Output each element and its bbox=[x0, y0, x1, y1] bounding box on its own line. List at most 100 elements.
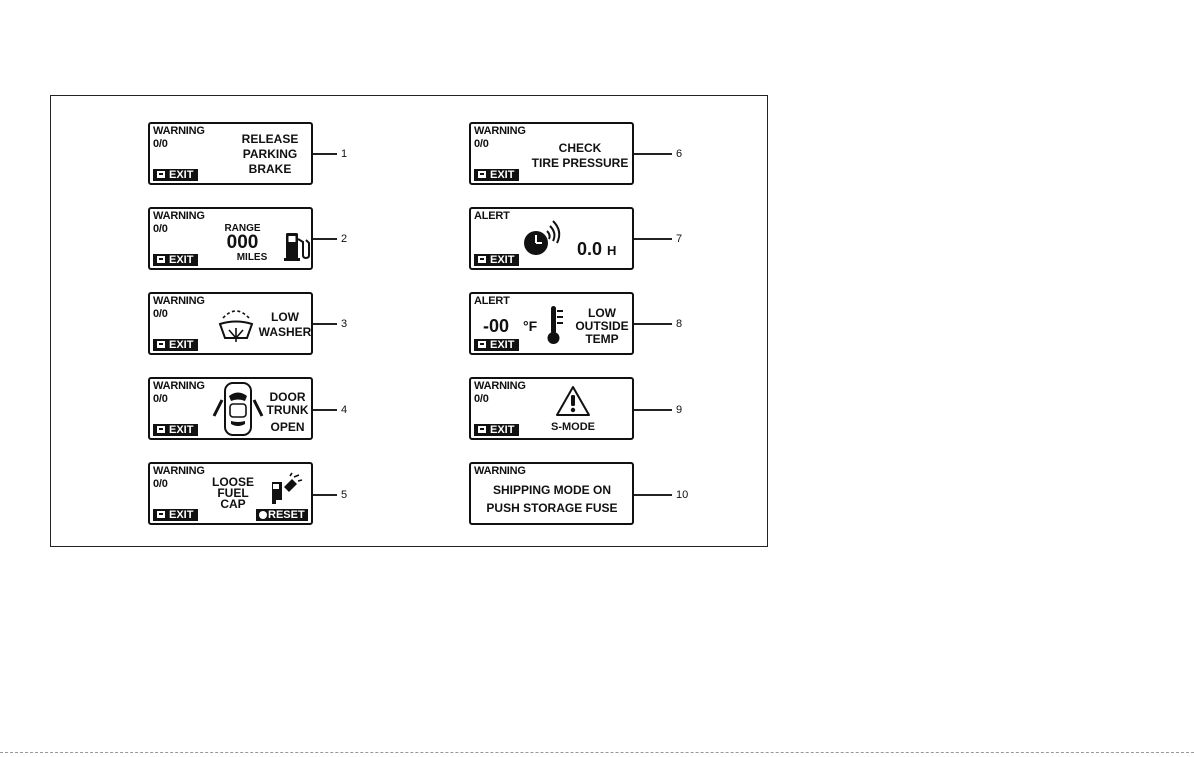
message-line: WASHER bbox=[258, 325, 312, 339]
display-panel-3: WARNING 0/0 LOW WASHER EXIT bbox=[148, 292, 313, 355]
page-edge-dashed-line bbox=[0, 752, 1194, 753]
back-icon bbox=[157, 511, 165, 518]
exit-button: EXIT bbox=[474, 169, 519, 181]
thermometer-icon bbox=[547, 306, 563, 344]
message-line: PUSH STORAGE FUSE bbox=[486, 501, 618, 515]
exit-button: EXIT bbox=[474, 254, 519, 266]
panel-subtext: 0/0 bbox=[153, 478, 168, 490]
message-line: TIRE PRESSURE bbox=[531, 156, 629, 170]
callout-number: 7 bbox=[676, 233, 683, 245]
callout-number: 2 bbox=[341, 233, 348, 245]
message-line: BRAKE bbox=[248, 162, 292, 176]
callout-line bbox=[634, 409, 672, 411]
callout-number: 5 bbox=[341, 489, 348, 501]
temperature-value: -00 bbox=[483, 316, 510, 336]
exit-label: EXIT bbox=[169, 169, 194, 181]
panel-header: WARNING bbox=[153, 465, 205, 477]
exit-label: EXIT bbox=[490, 254, 515, 266]
back-icon bbox=[157, 426, 165, 433]
callout-line bbox=[313, 238, 337, 240]
display-panel-9: WARNING 0/0 S-MODE EXIT bbox=[469, 377, 634, 440]
panel-subtext: 0/0 bbox=[153, 223, 168, 235]
exit-label: EXIT bbox=[490, 169, 515, 181]
range-label: RANGE bbox=[224, 223, 261, 234]
message-line: TEMP bbox=[585, 332, 619, 346]
message-line: RELEASE bbox=[241, 132, 299, 146]
reset-button: RESET bbox=[256, 509, 308, 521]
message-line: OPEN bbox=[270, 420, 305, 434]
callout-number: 8 bbox=[676, 318, 683, 330]
exit-button: EXIT bbox=[474, 339, 519, 351]
panel-header: ALERT bbox=[474, 295, 510, 307]
washer-fluid-icon bbox=[218, 310, 254, 342]
message-line: TRUNK bbox=[266, 403, 309, 417]
panel-header: WARNING bbox=[474, 465, 526, 477]
back-icon bbox=[157, 171, 165, 178]
display-panel-4: WARNING 0/0 DOOR TRUNK OPEN EXIT bbox=[148, 377, 313, 440]
display-panel-10: WARNING SHIPPING MODE ON PUSH STORAGE FU… bbox=[469, 462, 634, 525]
message-line: LOOSE bbox=[211, 475, 254, 489]
warning-triangle-icon bbox=[556, 386, 590, 416]
back-icon bbox=[478, 256, 486, 263]
clock-signal-icon bbox=[524, 220, 561, 255]
callout-line bbox=[634, 494, 672, 496]
panel-header: WARNING bbox=[153, 295, 205, 307]
exit-label: EXIT bbox=[490, 339, 515, 351]
panel-header: WARNING bbox=[474, 125, 526, 137]
timer-unit: H bbox=[607, 243, 617, 258]
message-line: CAP bbox=[220, 497, 246, 511]
display-panel-5: WARNING 0/0 LOOSE FUEL CAP EXIT RESET bbox=[148, 462, 313, 525]
panel-header: WARNING bbox=[474, 380, 526, 392]
exit-label: EXIT bbox=[169, 254, 194, 266]
figure-frame bbox=[50, 95, 768, 547]
temperature-unit: °F bbox=[523, 318, 538, 334]
display-panel-8: ALERT -00 °F LOW OUTSIDE TEMP EXIT bbox=[469, 292, 634, 355]
range-value: 000 bbox=[226, 232, 259, 253]
message-line: PARKING bbox=[242, 147, 298, 161]
display-panel-2: WARNING 0/0 RANGE 000 MILES EXIT bbox=[148, 207, 313, 270]
message-line: DOOR bbox=[269, 390, 306, 404]
callout-line bbox=[313, 494, 337, 496]
back-icon bbox=[478, 171, 486, 178]
panel-subtext: 0/0 bbox=[474, 138, 489, 150]
display-panel-1: WARNING 0/0 RELEASE PARKING BRAKE EXIT bbox=[148, 122, 313, 185]
panel-subtext: 0/0 bbox=[153, 308, 168, 320]
message-line: S-MODE bbox=[551, 421, 595, 433]
panel-header: WARNING bbox=[153, 210, 205, 222]
callout-line bbox=[634, 153, 672, 155]
callout-number: 3 bbox=[341, 318, 348, 330]
timer-value: 0.0 bbox=[577, 239, 603, 259]
panel-subtext: 0/0 bbox=[474, 393, 489, 405]
callout-number: 4 bbox=[341, 404, 348, 416]
callout-number: 9 bbox=[676, 404, 683, 416]
message-line: CHECK bbox=[558, 141, 602, 155]
reset-dot-icon bbox=[259, 511, 267, 519]
exit-button: EXIT bbox=[153, 424, 198, 436]
callout-line bbox=[313, 323, 337, 325]
fuel-cap-icon bbox=[272, 472, 303, 504]
exit-label: EXIT bbox=[169, 339, 194, 351]
exit-button: EXIT bbox=[474, 424, 519, 436]
exit-label: EXIT bbox=[169, 424, 194, 436]
callout-line bbox=[634, 323, 672, 325]
exit-button: EXIT bbox=[153, 169, 198, 181]
callout-line bbox=[313, 409, 337, 411]
callout-number: 1 bbox=[341, 148, 348, 160]
back-icon bbox=[157, 256, 165, 263]
panel-header: WARNING bbox=[153, 380, 205, 392]
callout-line bbox=[634, 238, 672, 240]
back-icon bbox=[478, 426, 486, 433]
exit-label: EXIT bbox=[169, 509, 194, 521]
exit-label: EXIT bbox=[490, 424, 515, 436]
car-top-view-icon bbox=[212, 382, 264, 436]
back-icon bbox=[157, 341, 165, 348]
back-icon bbox=[478, 341, 486, 348]
message-line: LOW bbox=[588, 306, 616, 320]
panel-subtext: 0/0 bbox=[153, 393, 168, 405]
panel-subtext: 0/0 bbox=[153, 138, 168, 150]
panel-header: ALERT bbox=[474, 210, 510, 222]
exit-button: EXIT bbox=[153, 339, 198, 351]
message-line: LOW bbox=[271, 310, 299, 324]
message-line: FUEL bbox=[217, 486, 249, 500]
message-line: SHIPPING MODE ON bbox=[492, 483, 611, 497]
